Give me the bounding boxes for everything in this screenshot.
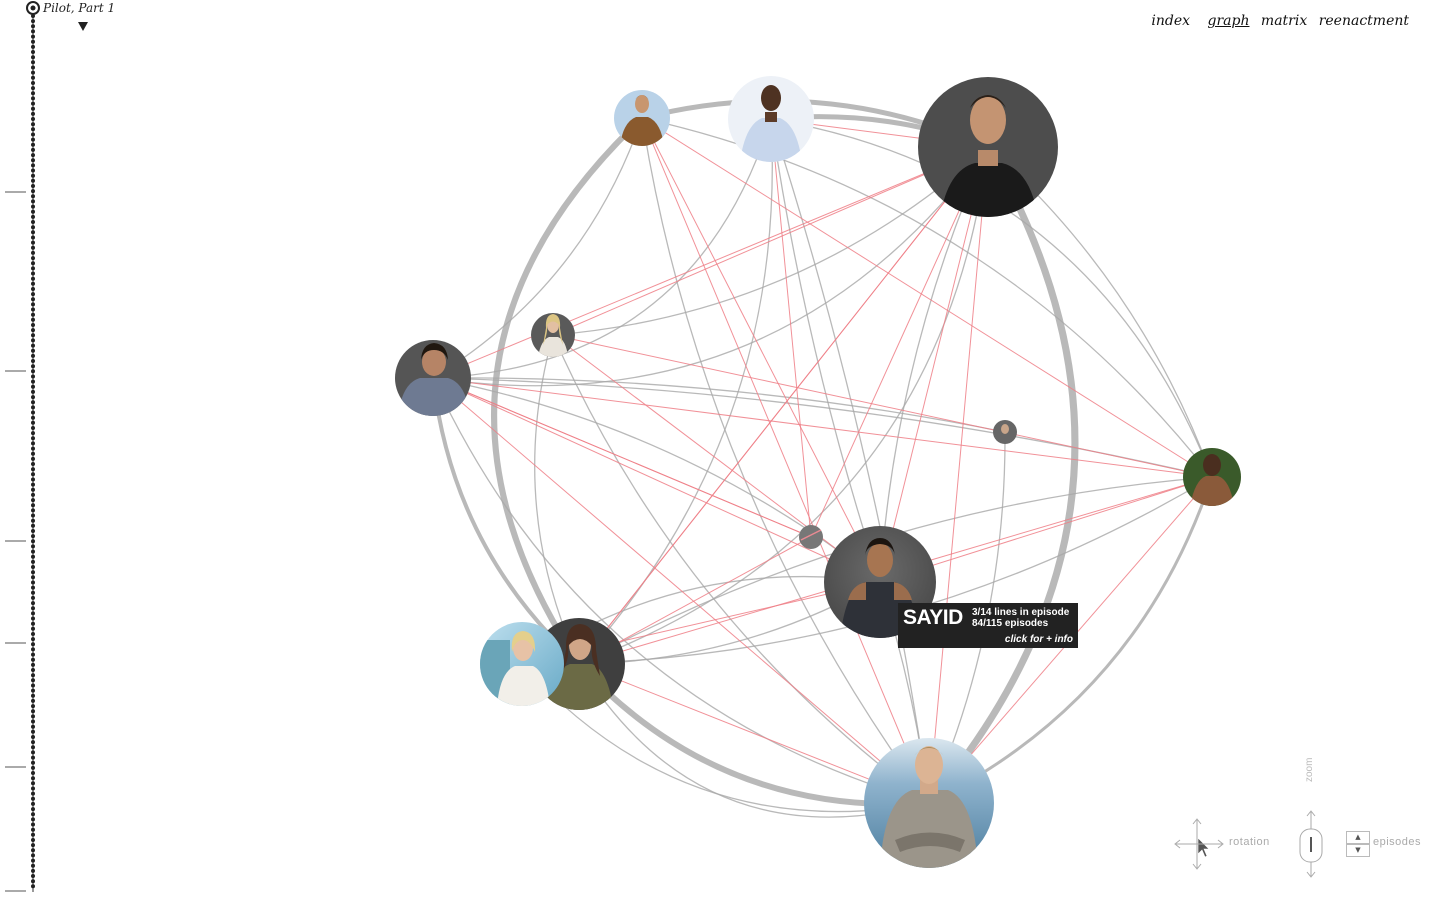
nav-reenactment[interactable]: reenactment <box>1318 13 1409 29</box>
tooltip-lines-count: 3/14 lines in episode <box>972 607 1070 618</box>
character-tooltip[interactable]: SAYID 3/14 lines in episode 84/115 episo… <box>898 603 1078 648</box>
rotation-label: rotation <box>1229 836 1270 848</box>
node-hurley[interactable] <box>395 340 471 416</box>
node-sawyer[interactable] <box>614 90 670 146</box>
rotation-control-icon[interactable] <box>1174 818 1224 870</box>
top-nav: index graph matrix reenactment <box>1144 13 1409 29</box>
nav-matrix[interactable]: matrix <box>1260 13 1308 29</box>
episode-dropdown-arrow-icon[interactable] <box>78 22 88 31</box>
zoom-label: zoom <box>1304 757 1315 782</box>
tooltip-more-info-link[interactable]: click for + info <box>1004 634 1073 645</box>
zoom-control-icon[interactable] <box>1299 810 1323 878</box>
episode-up-button[interactable]: ▲ <box>1346 831 1370 844</box>
tooltip-character-name: SAYID <box>903 606 963 629</box>
episodes-label: episodes <box>1373 836 1422 848</box>
tooltip-episodes-count: 84/115 episodes <box>972 618 1049 629</box>
node-shannon[interactable] <box>480 622 564 710</box>
nav-graph[interactable]: graph <box>1207 13 1250 29</box>
nav-index[interactable]: index <box>1151 13 1191 29</box>
episode-down-button[interactable]: ▼ <box>1346 844 1370 857</box>
node-small-2[interactable] <box>799 525 823 549</box>
node-jack[interactable] <box>918 77 1058 217</box>
node-charlie[interactable] <box>864 738 994 868</box>
node-claire[interactable] <box>531 313 575 357</box>
episode-title: Pilot, Part 1 <box>43 1 116 15</box>
node-rose[interactable] <box>1183 448 1241 506</box>
episode-timeline[interactable] <box>0 0 140 900</box>
node-michael[interactable] <box>728 76 814 162</box>
mouse-cursor-icon <box>1197 837 1210 858</box>
node-small-1[interactable] <box>993 420 1017 444</box>
